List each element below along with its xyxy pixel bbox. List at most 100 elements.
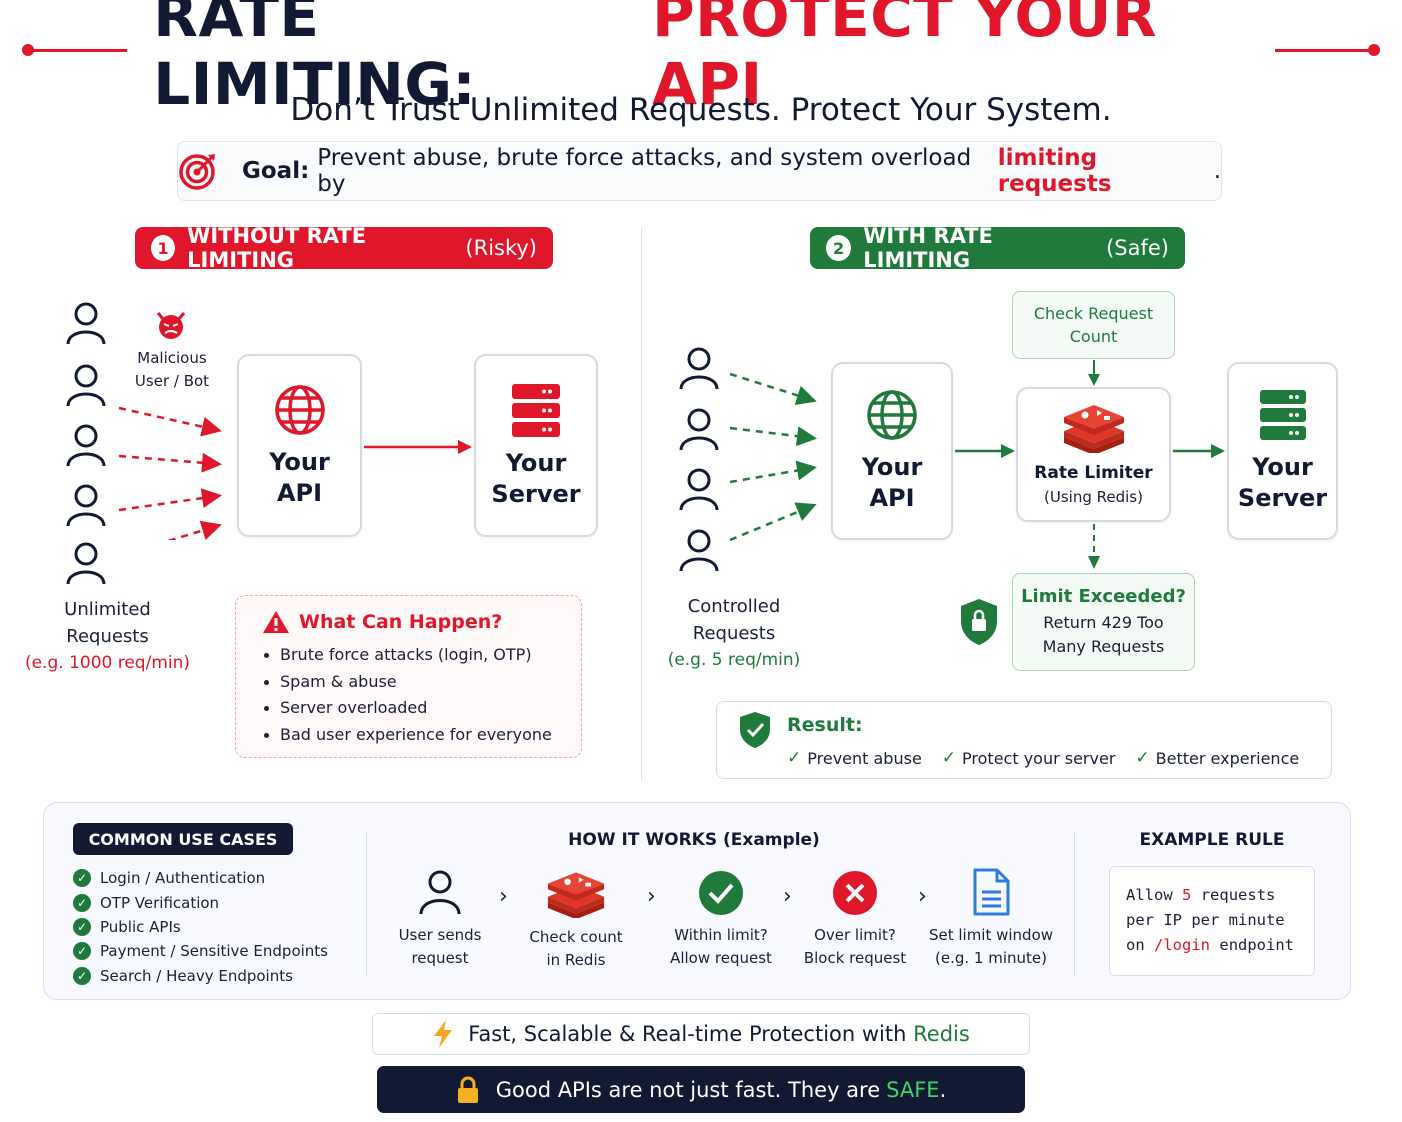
controlled-requests-caption: Controlled Requests (e.g. 5 req/min) (667, 596, 801, 670)
result-box: Result: ✓Prevent abuse ✓Protect your ser… (716, 701, 1332, 779)
check-to-limiter-arrow (1088, 360, 1100, 386)
with-server-box: Your Server (1227, 362, 1338, 540)
page-title: RATE LIMITING: PROTECT YOUR API (0, 0, 1402, 118)
with-num: 2 (826, 235, 852, 261)
goal-highlight: limiting requests (997, 145, 1112, 197)
without-api-box: Your API (237, 354, 362, 537)
list-item: Spam & abuse (262, 669, 555, 696)
how-step: Over limit?Block request (795, 870, 915, 970)
how-it-works-title: HOW IT WORKS (Example) (568, 830, 820, 850)
with-tag: (Safe) (1106, 236, 1169, 260)
goal-text: Prevent abuse, brute force attacks, and … (317, 145, 972, 197)
check-circle-icon: ✓ (73, 893, 91, 912)
malicious-caption: Malicious User / Bot (134, 349, 210, 390)
person-icon (66, 484, 106, 527)
how-chevron: › (783, 884, 792, 909)
rate-limiter-label: Rate Limiter (1034, 462, 1153, 483)
fast-protection-bar: Fast, Scalable & Real-time Protection wi… (372, 1013, 1030, 1055)
subtitle: Don’t Trust Unlimited Requests. Protect … (290, 92, 1112, 128)
limit-exceeded-box: Limit Exceeded? Return 429 Too Many Requ… (1012, 573, 1195, 671)
result-item: ✓Prevent abuse (787, 748, 922, 768)
limiter-to-exceeded-arrow (1088, 524, 1100, 569)
list-item: ✓Public APIs (73, 915, 328, 939)
without-request-arrows (118, 406, 222, 540)
list-item: Brute force attacks (login, OTP) (262, 642, 555, 669)
list-item: ✓Search / Heavy Endpoints (73, 964, 328, 988)
redis-icon (1063, 404, 1124, 453)
how-step: Within limit?Allow request (661, 870, 781, 970)
title-part1: RATE LIMITING: (153, 0, 477, 118)
title-left-line (21, 44, 128, 56)
lock-icon (457, 1076, 478, 1103)
redis-icon (547, 872, 605, 918)
rate-limiter-sublabel: (Using Redis) (1044, 487, 1143, 506)
without-pill: 1 WITHOUT RATE LIMITING (Risky) (135, 224, 553, 272)
how-step: Set limit window(e.g. 1 minute) (926, 868, 1056, 970)
result-title: Result: (787, 714, 863, 736)
x-circle-icon (833, 871, 877, 915)
how-chevron: › (499, 884, 508, 909)
without-tag: (Risky) (465, 236, 537, 260)
person-icon (679, 347, 719, 390)
limiter-to-server-arrow (1173, 444, 1225, 458)
person-icon (679, 468, 719, 511)
safe-api-bar: Good APIs are not just fast. They are SA… (377, 1066, 1025, 1113)
result-item: ✓Protect your server (941, 748, 1116, 768)
person-icon (66, 424, 106, 467)
exceeded-title: Limit Exceeded? (1021, 586, 1186, 607)
globe-icon (867, 390, 917, 440)
with-pill: 2 WITH RATE LIMITING (Safe) (810, 224, 1185, 272)
how-chevron: › (918, 884, 927, 909)
title-right-line (1274, 44, 1381, 56)
without-api-to-server-arrow (364, 440, 472, 454)
person-icon (66, 542, 106, 585)
check-circle-icon: ✓ (73, 917, 91, 936)
list-item: ✓Payment / Sensitive Endpoints (73, 939, 328, 963)
globe-icon (274, 384, 325, 435)
without-server-box: Your Server (474, 354, 598, 537)
shield-lock-icon (957, 597, 1001, 651)
with-persons (679, 347, 719, 572)
use-cases-title: COMMON USE CASES (73, 823, 293, 855)
bottom-divider-2 (1074, 832, 1075, 977)
use-cases-list: ✓Login / Authentication ✓OTP Verificatio… (73, 866, 328, 988)
with-api-box: Your API (831, 362, 953, 540)
result-item: ✓Better experience (1135, 748, 1300, 768)
devil-icon (154, 311, 188, 345)
check-circle-icon: ✓ (73, 869, 91, 888)
person-icon (66, 364, 106, 407)
target-icon (178, 151, 218, 191)
without-title: WITHOUT RATE LIMITING (187, 224, 367, 272)
server-icon (1259, 390, 1306, 440)
check-request-count-box: Check Request Count (1012, 291, 1175, 359)
example-rule-title: EXAMPLE RULE (1139, 830, 1285, 850)
goal-banner: Goal: Prevent abuse, brute force attacks… (177, 141, 1222, 201)
person-icon (66, 302, 106, 345)
document-icon (973, 868, 1010, 916)
shield-check-icon (740, 712, 770, 748)
title-part2: PROTECT YOUR API (652, 0, 1158, 118)
server-icon (512, 383, 560, 437)
list-item: Bad user experience for everyone (262, 722, 555, 749)
lightning-icon (434, 1020, 453, 1048)
without-persons (66, 302, 106, 585)
warning-title: What Can Happen? (299, 611, 503, 633)
goal-label: Goal: (242, 158, 310, 184)
list-item: ✓Login / Authentication (73, 866, 328, 890)
list-item: ✓OTP Verification (73, 890, 328, 914)
how-chevron: › (647, 884, 656, 909)
api-to-limiter-arrow (955, 444, 1015, 458)
goal-end: . (1213, 158, 1221, 184)
check-circle-icon (699, 871, 743, 915)
what-can-happen-box: What Can Happen? Brute force attacks (lo… (235, 595, 582, 758)
without-num: 1 (151, 235, 176, 261)
section-divider (641, 228, 642, 780)
example-rule-code: Allow 5 requests per IP per minute on /l… (1109, 866, 1315, 976)
bottom-divider-1 (366, 832, 367, 977)
person-icon (419, 870, 461, 915)
unlimited-requests-caption: Unlimited Requests (e.g. 1000 req/min) (24, 599, 191, 673)
check-circle-icon: ✓ (73, 942, 91, 961)
with-request-arrows (729, 372, 817, 542)
